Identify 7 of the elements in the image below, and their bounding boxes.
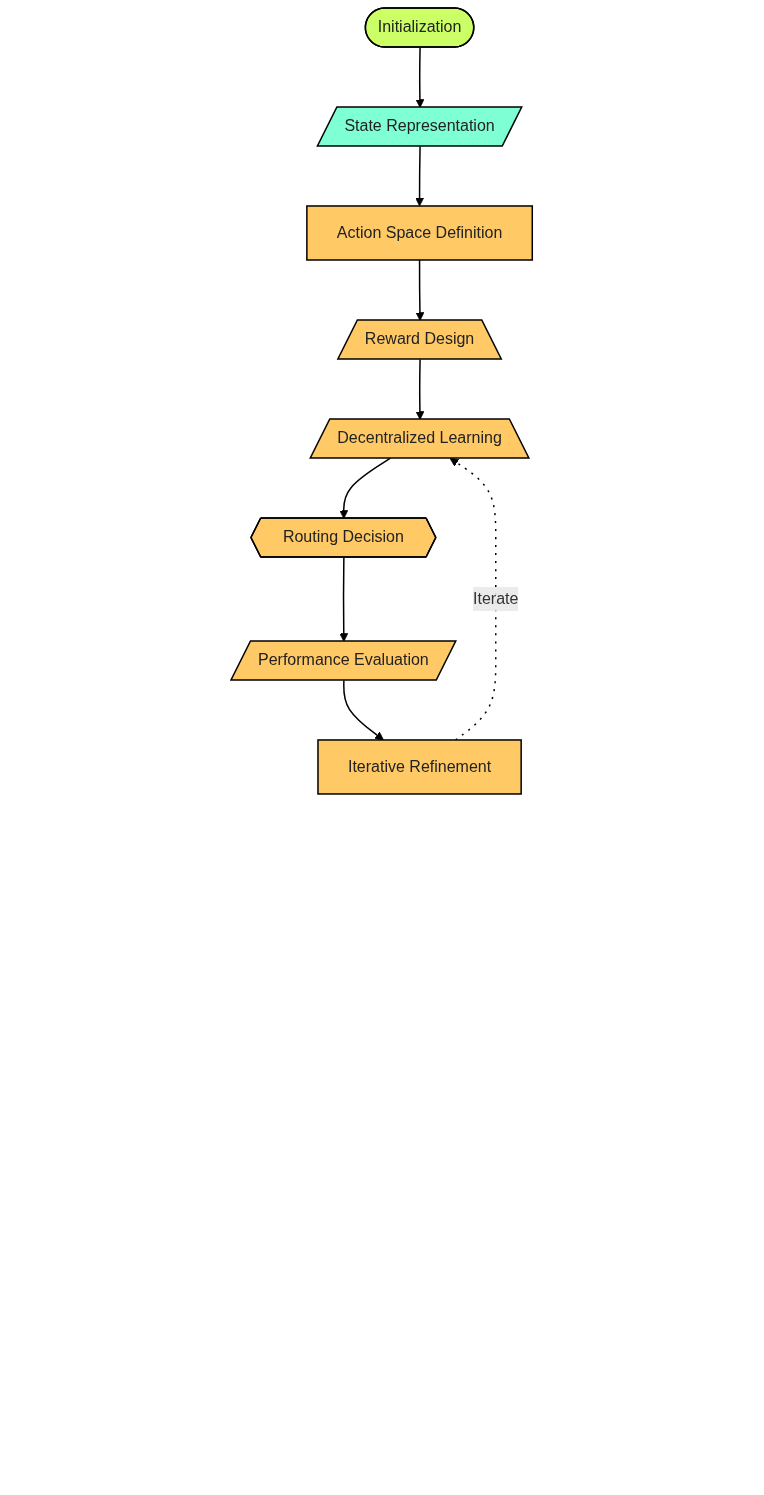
arrow — [415, 46, 425, 108]
node-box: Action Space Definition — [306, 205, 534, 261]
node-box: Iterative Refinement — [317, 739, 523, 795]
arrow — [343, 679, 385, 741]
edge-label: Iterate — [473, 589, 519, 607]
arrow — [415, 145, 425, 207]
arrow — [339, 457, 392, 519]
